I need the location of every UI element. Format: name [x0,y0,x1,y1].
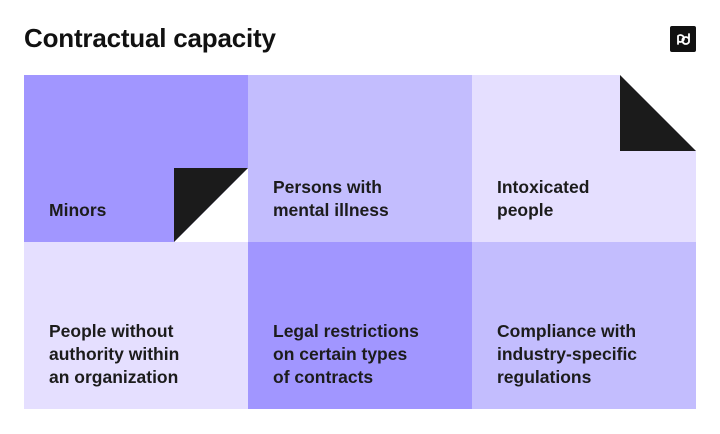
page-fold-corner [174,168,248,242]
cell-label: Legal restrictions on certain types of c… [273,321,419,387]
cell-minors: Minors [24,75,248,242]
pd-logo-icon [670,26,696,52]
cell-mental-illness: Persons with mental illness [248,75,472,242]
capacity-grid: Minors Persons with mental illness Intox… [24,75,696,409]
cell-label: People without authority within an organ… [49,321,180,387]
page-title: Contractual capacity [24,23,276,53]
cell-legal-restrictions: Legal restrictions on certain types of c… [248,242,472,409]
cell-label: Minors [49,200,107,220]
page-fold-corner [620,75,696,151]
cell-intoxicated: Intoxicated people [472,75,696,242]
cell-industry-compliance: Compliance with industry-specific regula… [472,242,696,409]
cell-no-authority: People without authority within an organ… [24,242,248,409]
cell-label: Intoxicated people [497,177,590,220]
cell-label: Compliance with industry-specific regula… [497,321,638,387]
cell-label: Persons with mental illness [273,177,389,220]
